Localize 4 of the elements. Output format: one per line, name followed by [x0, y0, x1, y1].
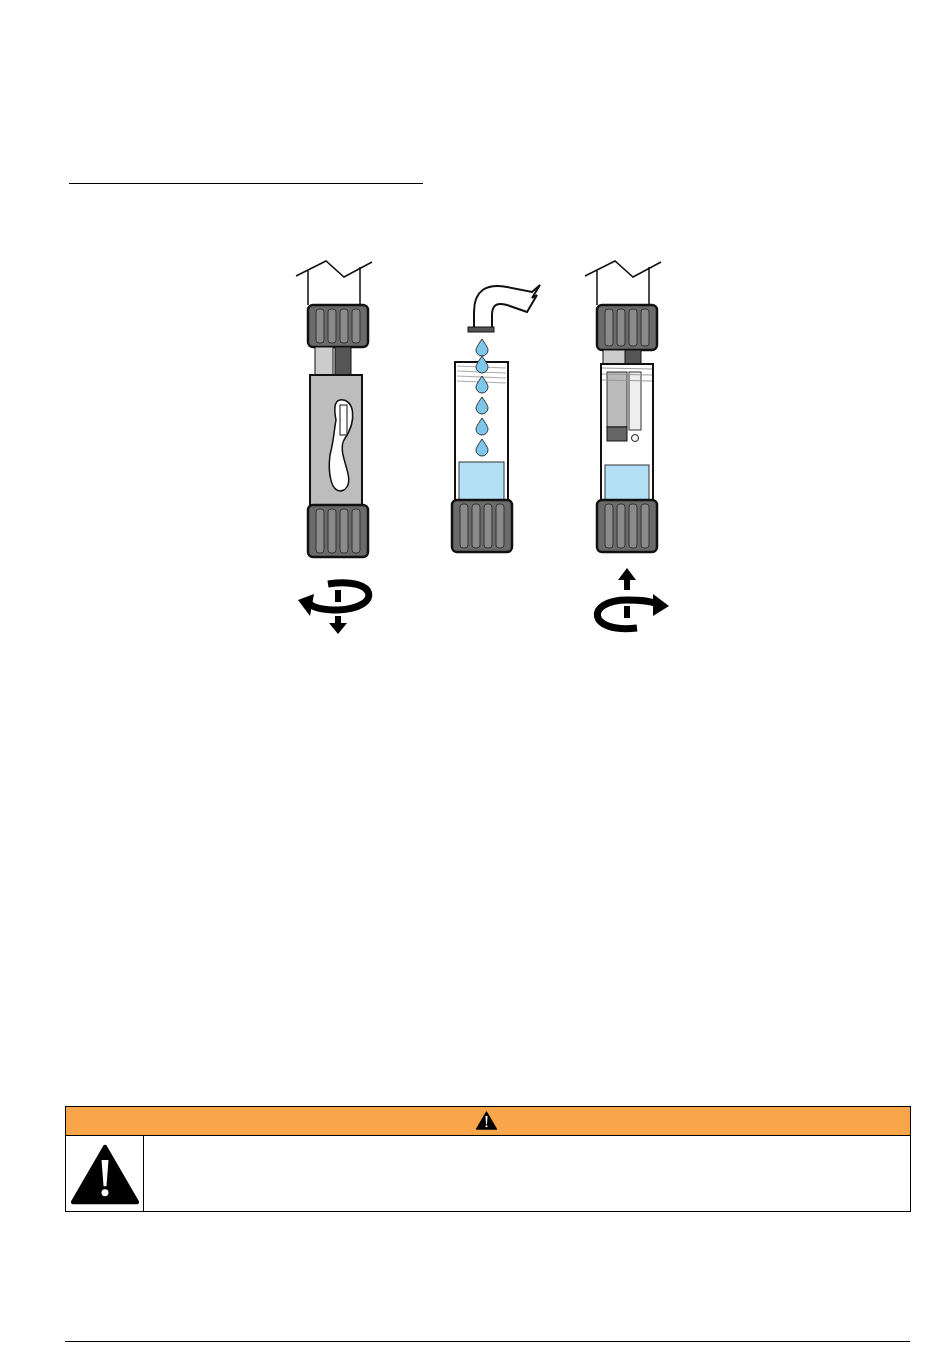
picture — [450, 284, 541, 554]
picture — [295, 260, 373, 559]
warning-panel — [64, 1106, 911, 1212]
picture — [584, 260, 662, 554]
